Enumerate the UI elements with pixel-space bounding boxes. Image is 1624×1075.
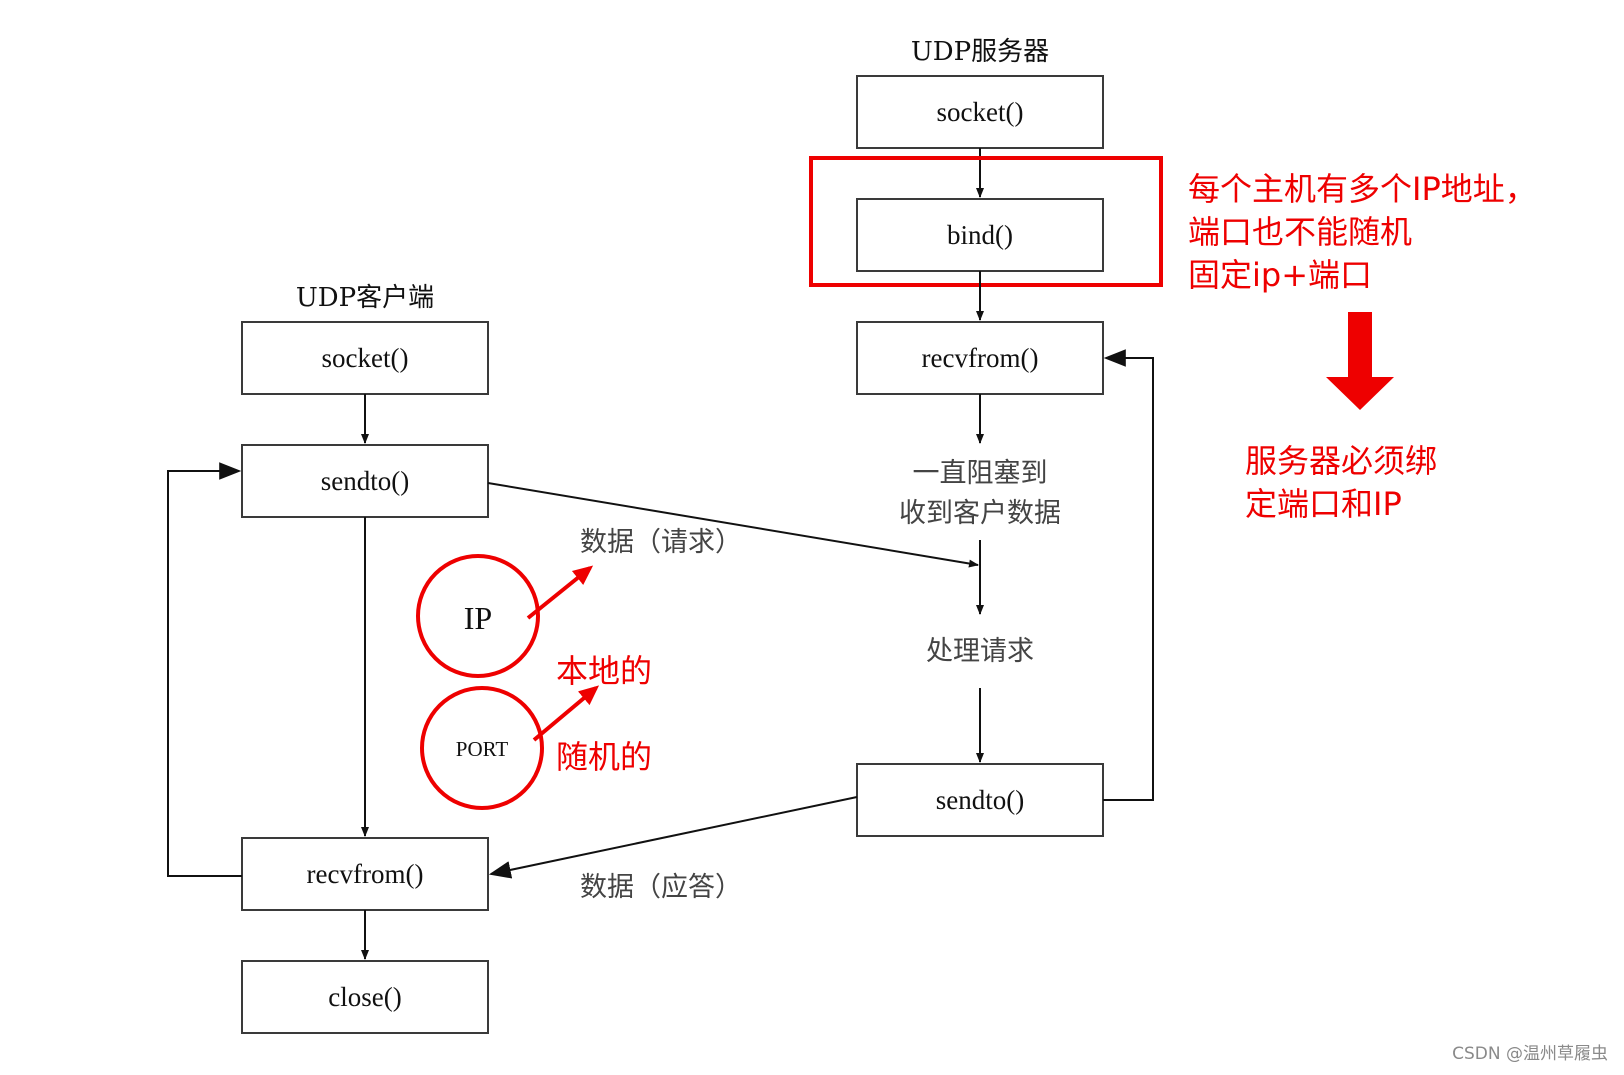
client-socket-label: socket() <box>322 343 409 373</box>
bind-highlight-box <box>809 156 1163 287</box>
response-arrow <box>488 796 858 879</box>
response-label: 数据（应答） <box>580 872 742 903</box>
server-socket-label: socket() <box>937 97 1024 127</box>
port-note: 随机的 <box>556 738 652 776</box>
server-bind-box: bind() <box>856 198 1104 272</box>
server-sendto-box: sendto() <box>856 763 1104 837</box>
client-title: UDP客户端 <box>296 283 434 313</box>
conclusion-line1: 服务器必须绑 <box>1245 442 1437 480</box>
client-loop-arrow <box>167 462 242 877</box>
server-socket-box: socket() <box>856 75 1104 149</box>
watermark: CSDN @温州草履虫 <box>1452 1044 1608 1064</box>
server-loop-arrow <box>1103 349 1154 801</box>
client-socket-box: socket() <box>241 321 489 395</box>
port-circle <box>420 686 544 810</box>
ip-pointer-arrow <box>526 565 594 620</box>
client-sendto-box: sendto() <box>241 444 489 518</box>
server-wait-text-line1: 一直阻塞到 <box>913 458 1048 489</box>
client-close-label: close() <box>328 982 401 1012</box>
server-recvfrom-box: recvfrom() <box>856 321 1104 395</box>
ip-note: 本地的 <box>556 652 652 690</box>
server-process-text: 处理请求 <box>926 636 1034 667</box>
request-label: 数据（请求） <box>580 527 742 558</box>
server-recvfrom-label: recvfrom() <box>922 343 1039 373</box>
client-sendto-label: sendto() <box>321 466 409 496</box>
bind-note-line1: 每个主机有多个IP地址， <box>1188 170 1537 208</box>
server-sendto-label: sendto() <box>936 785 1024 815</box>
down-arrow-icon <box>1326 312 1394 410</box>
bind-note-line2: 端口也不能随机 <box>1188 213 1412 251</box>
conclusion-line2: 定端口和IP <box>1245 485 1402 523</box>
client-recvfrom-box: recvfrom() <box>241 837 489 911</box>
ip-circle-label: IP <box>464 600 492 636</box>
port-circle-label: PORT <box>456 737 509 761</box>
ip-circle <box>416 554 540 678</box>
server-wait-text-line2: 收到客户数据 <box>899 498 1061 529</box>
request-arrow <box>487 482 979 568</box>
bind-note-line3: 固定ip+端口 <box>1188 256 1372 294</box>
server-bind-label: bind() <box>947 220 1013 250</box>
client-recvfrom-label: recvfrom() <box>307 859 424 889</box>
server-title: UDP服务器 <box>911 37 1049 67</box>
port-pointer-arrow <box>532 685 600 742</box>
client-close-box: close() <box>241 960 489 1034</box>
